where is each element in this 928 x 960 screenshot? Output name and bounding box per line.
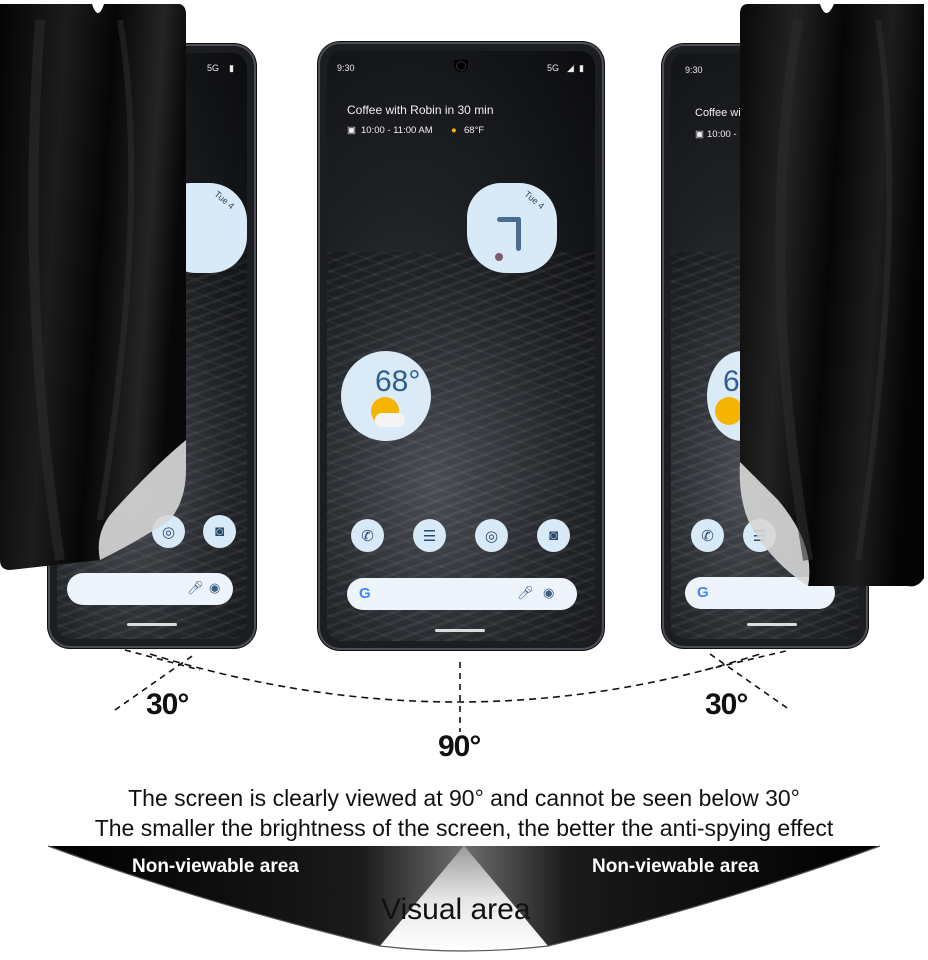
right-angle-line (709, 653, 791, 711)
non-viewable-label-right: Non-viewable area (592, 856, 759, 877)
cloud-icon (375, 413, 405, 427)
chrome-icon[interactable]: ◎ (475, 519, 508, 552)
home-indicator (747, 623, 797, 626)
left-privacy-film (0, 4, 186, 570)
non-viewable-label-left: Non-viewable area (132, 856, 299, 877)
non-viewable-band-left (48, 846, 464, 946)
film-peel-edge (739, 462, 810, 586)
calendar-icon: ▣ (347, 125, 356, 136)
home-indicator (127, 623, 177, 626)
film-peel-edge (98, 440, 186, 560)
lens-icon[interactable]: ◉ (543, 585, 555, 600)
battery-icon: ▮ (229, 63, 234, 73)
lens-icon[interactable]: ◉ (209, 580, 221, 595)
clock-center-dot (495, 253, 503, 261)
clock-date: Tue 4 (212, 188, 237, 212)
status-time: 9:30 (685, 65, 703, 75)
mic-icon[interactable]: 🎤︎ (187, 580, 204, 595)
right-angle-line-2 (704, 649, 791, 671)
right-angle-label: 30° (705, 688, 748, 721)
glance-title[interactable]: Coffee wit (695, 107, 744, 119)
signal-indicator: 5G (547, 63, 560, 73)
glance-temperature: 68°F (464, 125, 485, 136)
glance-time-range[interactable]: 10:00 - (707, 129, 737, 140)
sun-icon (715, 397, 743, 425)
google-logo: G (697, 584, 709, 601)
sun-icon: ● (451, 125, 457, 136)
clock-minute-hand (516, 217, 521, 251)
phone-icon[interactable]: ✆ (691, 519, 724, 552)
clock-date: Tue 4 (522, 188, 547, 212)
home-indicator (435, 629, 485, 632)
messages-icon[interactable]: ☰ (413, 519, 446, 552)
front-camera (456, 61, 466, 71)
battery-icon: ▮ (579, 63, 584, 73)
center-phone: 9:30 5G ◢ ▮ Coffee with Robin in 30 min … (318, 42, 604, 650)
camera-icon[interactable]: ◙ (203, 515, 236, 548)
mic-icon[interactable]: 🎤︎ (517, 585, 534, 600)
search-bar[interactable]: 🎤︎ ◉ (67, 573, 233, 605)
camera-icon[interactable]: ◙ (537, 519, 570, 552)
non-viewable-band-right (464, 846, 880, 946)
center-angle-label: 90° (438, 730, 481, 763)
left-angle-line (114, 653, 196, 711)
left-angle-label: 30° (146, 688, 189, 721)
phone-icon[interactable]: ✆ (351, 519, 384, 552)
google-logo: G (359, 585, 371, 602)
caption-line-2: The smaller the brightness of the screen… (94, 815, 834, 841)
signal-bars-icon: ◢ (567, 63, 574, 73)
viewing-angle-diagram (114, 649, 791, 732)
visual-area-diagram (47, 845, 881, 952)
wallpaper (327, 251, 595, 641)
visual-area-wedge (380, 846, 548, 951)
viewing-arc (149, 653, 761, 703)
center-phone-screen: 9:30 5G ◢ ▮ Coffee with Robin in 30 min … (327, 51, 595, 641)
right-privacy-film (739, 4, 924, 587)
glance-time-range[interactable]: 10:00 - 11:00 AM (361, 125, 433, 136)
weather-temperature: 68° (375, 365, 421, 398)
clock-hour-hand (497, 217, 521, 222)
calendar-icon: ▣ (695, 129, 704, 140)
clock-widget[interactable]: Tue 4 (467, 183, 557, 273)
search-bar[interactable]: G 🎤︎ ◉ (347, 578, 577, 610)
weather-widget[interactable]: 68° (341, 351, 431, 441)
status-time: 9:30 (337, 63, 355, 73)
visual-area-label: Visual area (381, 893, 531, 926)
caption-line-1: The screen is clearly viewed at 90° and … (128, 785, 800, 811)
signal-indicator: 5G (207, 63, 220, 73)
glance-title[interactable]: Coffee with Robin in 30 min (347, 103, 494, 117)
left-angle-line-2 (124, 649, 201, 671)
front-camera-notch (454, 60, 468, 72)
